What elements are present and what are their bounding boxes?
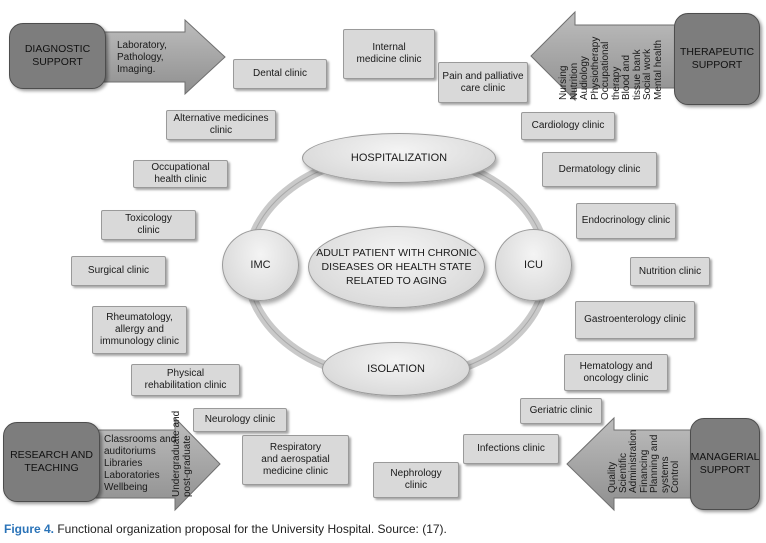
- clinic-toxicology: Toxicology clinic: [101, 210, 196, 240]
- diagnostic-support-block: DIAGNOSTIC SUPPORT: [9, 23, 106, 89]
- clinic-respiratory-aerospatial: Respiratory and aerospatial medicine cli…: [242, 435, 349, 485]
- arrow-item: Physiotherapy: [589, 36, 601, 100]
- clinic-occupational-health: Occupational health clinic: [133, 160, 228, 188]
- clinic-cardiology: Cardiology clinic: [521, 112, 615, 140]
- clinic-dental: Dental clinic: [233, 59, 327, 89]
- caption-label: Figure 4.: [4, 522, 55, 536]
- arrow-item: Administration: [628, 429, 639, 493]
- arrow-item: tissue bank: [631, 49, 643, 100]
- patient-oval: ADULT PATIENT WITH CHRONIC DISEASES OR H…: [308, 226, 485, 308]
- arrow-item: post-graduate: [182, 435, 193, 497]
- therapeutic-arrow: [530, 10, 691, 102]
- research-arrow: [94, 416, 221, 512]
- research-teaching-items: Classrooms and auditoriums Libraries Lab…: [104, 434, 177, 493]
- arrow-item: systems: [659, 456, 671, 493]
- imc-oval: IMC: [222, 229, 299, 301]
- clinic-endocrinology: Endocrinology clinic: [576, 203, 676, 239]
- therapeutic-support-block: THERAPEUTIC SUPPORT: [674, 13, 760, 105]
- icu-oval: ICU: [495, 229, 572, 301]
- arrow-item: Scientific: [617, 452, 629, 493]
- figure-caption: Figure 4. Functional organization propos…: [4, 522, 447, 536]
- arrow-item: Quality: [607, 461, 618, 493]
- arrow-item: Financing: [638, 449, 650, 493]
- diagram: DIAGNOSTIC SUPPORT Laboratory, Pathology…: [3, 10, 760, 512]
- clinic-infections: Infections clinic: [463, 434, 559, 464]
- clinic-rheumatology: Rheumatology, allergy and immunology cli…: [92, 306, 187, 354]
- clinic-internal-medicine: Internal medicine clinic: [343, 29, 435, 79]
- arrow-item: Occupational: [600, 41, 611, 100]
- managerial-support-block: MANAGERIAL SUPPORT: [690, 418, 760, 510]
- isolation-oval: ISOLATION: [322, 342, 470, 396]
- clinic-physical-rehabilitation: Physical rehabilitation clinic: [131, 364, 240, 396]
- arrow-item: Planning and: [649, 434, 660, 493]
- arrow-item: Nursing: [558, 65, 569, 100]
- clinic-alternative-medicines: Alternative medicines clinic: [166, 110, 276, 140]
- clinic-nephrology: Nephrology clinic: [373, 462, 459, 498]
- clinic-neurology: Neurology clinic: [193, 408, 287, 432]
- clinic-geriatric: Geriatric clinic: [520, 398, 602, 424]
- arrow-item: Mental health: [652, 39, 664, 100]
- clinic-pain-palliative: Pain and palliative care clinic: [438, 62, 528, 103]
- arrow-item: therapy: [610, 66, 622, 100]
- clinic-nutrition: Nutrition clinic: [630, 257, 710, 286]
- arrow-item: Nutrition: [568, 62, 580, 100]
- arrow-item: Undergraduate and: [171, 410, 182, 497]
- arrow-item: Audiology: [579, 56, 590, 100]
- clinic-surgical: Surgical clinic: [71, 256, 166, 286]
- caption-text: Functional organization proposal for the…: [54, 522, 447, 536]
- clinic-hematology-oncology: Hematology and oncology clinic: [564, 354, 668, 391]
- managerial-arrow: [566, 416, 699, 512]
- arrow-item: Blood and: [621, 54, 632, 100]
- diagnostic-support-items: Laboratory, Pathology, Imaging.: [117, 40, 167, 75]
- arrow-item: Social work: [642, 48, 653, 100]
- clinic-gastroenterology: Gastroenterology clinic: [575, 301, 695, 339]
- hospitalization-oval: HOSPITALIZATION: [302, 133, 496, 183]
- diagram-shapes: [94, 10, 699, 512]
- diagnostic-arrow: [99, 18, 226, 96]
- clinic-dermatology: Dermatology clinic: [542, 152, 657, 187]
- research-teaching-block: RESEARCH AND TEACHING: [3, 422, 100, 502]
- arrow-item: Control: [670, 460, 681, 493]
